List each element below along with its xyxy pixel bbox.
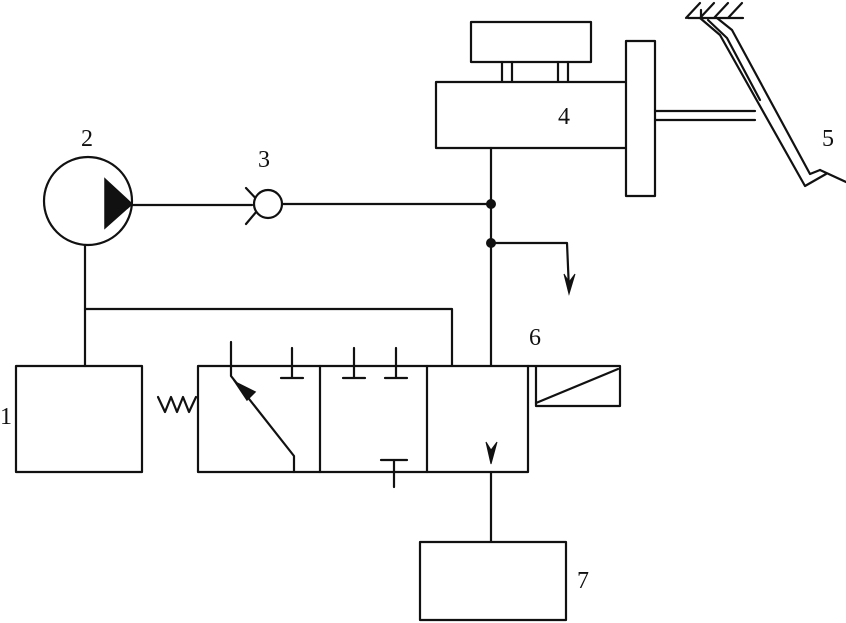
left-cell-block-port [279, 346, 305, 380]
pump-arrow-icon [104, 177, 134, 230]
middle-cell-block-bottom [379, 458, 409, 489]
outlet-arrow-icon [563, 273, 576, 296]
middle-cell-block-a [341, 346, 367, 380]
reservoir-cap [469, 20, 593, 64]
label-pump: 2 [81, 126, 93, 152]
right-cell-arrow-icon [485, 441, 498, 465]
middle-cell-block-b [383, 346, 409, 380]
pedal-arm-inner [715, 16, 822, 176]
label-solenoid-valve: 6 [529, 325, 541, 351]
pedal-pad [818, 168, 846, 184]
tank-box [14, 364, 144, 474]
left-cell-arrow-icon [232, 380, 257, 402]
solenoid-diagonal [534, 367, 620, 405]
check-valve-ball [252, 188, 284, 220]
valve-body [196, 364, 530, 474]
label-receiver: 7 [577, 568, 589, 594]
reservoir-neck [500, 60, 570, 84]
receiver-box [418, 540, 568, 622]
pedal-mount-hatch [684, 1, 745, 20]
label-tank: 1 [0, 404, 12, 430]
pump-return-branch-line [83, 307, 454, 380]
master-cylinder-body [434, 80, 630, 150]
spring-icon [156, 395, 198, 414]
junction-dot-upper [486, 199, 496, 209]
left-cell-flow-path [229, 340, 296, 474]
outlet-branch-line [489, 241, 571, 292]
solenoid-connector [526, 364, 622, 408]
label-master-cylinder: 4 [558, 104, 570, 130]
label-check-valve: 3 [258, 147, 270, 173]
pedal-arm-outer [698, 16, 828, 188]
master-cylinder-flange [624, 39, 657, 198]
pedal-arm-mid [706, 18, 762, 102]
label-pedal: 5 [822, 126, 834, 152]
pushrod [653, 109, 757, 122]
